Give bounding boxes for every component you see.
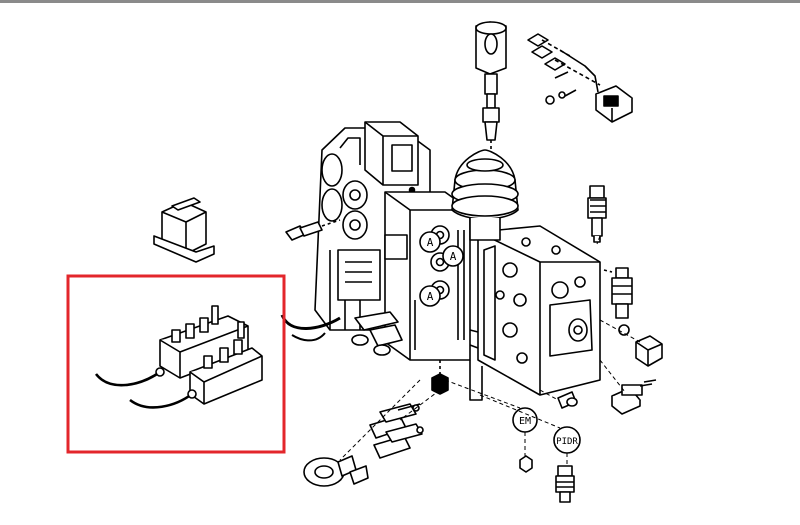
leader-lines bbox=[339, 235, 641, 466]
marker-labels: A A A EM PIDR bbox=[427, 236, 579, 447]
port-marker-a-top bbox=[419, 231, 441, 253]
label-pidr: PIDR bbox=[556, 437, 578, 447]
plug-screw-left bbox=[285, 219, 341, 241]
label-a-top: A bbox=[427, 236, 434, 249]
cartridge-valve-right bbox=[603, 267, 633, 336]
port-marker-a-bottom bbox=[419, 285, 441, 307]
solenoid-coil-bottom bbox=[303, 455, 369, 487]
pilot-control-dome bbox=[451, 149, 519, 241]
fitting-cluster-top-right bbox=[527, 33, 601, 105]
fitting-pidr bbox=[555, 465, 575, 503]
manifold-block bbox=[469, 225, 601, 401]
cartridge-valve-upper bbox=[587, 185, 607, 243]
top-border bbox=[0, 0, 800, 3]
label-a-bottom: A bbox=[427, 290, 434, 303]
label-em: EM bbox=[519, 416, 531, 427]
pressure-switch bbox=[611, 379, 657, 415]
port-marker-a-right bbox=[442, 245, 464, 267]
highlighted-solenoid-valve-assembly bbox=[94, 305, 263, 409]
cover-plate bbox=[595, 85, 633, 123]
highlight-box bbox=[66, 274, 286, 454]
small-fitting-center-right bbox=[557, 391, 578, 409]
solenoid-coil-top bbox=[475, 21, 507, 152]
valve-bank-left-section bbox=[314, 121, 431, 331]
solenoid-cover-left bbox=[153, 197, 215, 263]
nut-em bbox=[519, 455, 533, 473]
cartridge-valve-lower-mid bbox=[373, 423, 424, 459]
label-a-right: A bbox=[450, 250, 457, 263]
hex-plug-right bbox=[635, 335, 663, 367]
plug-valve-pair bbox=[351, 311, 403, 356]
